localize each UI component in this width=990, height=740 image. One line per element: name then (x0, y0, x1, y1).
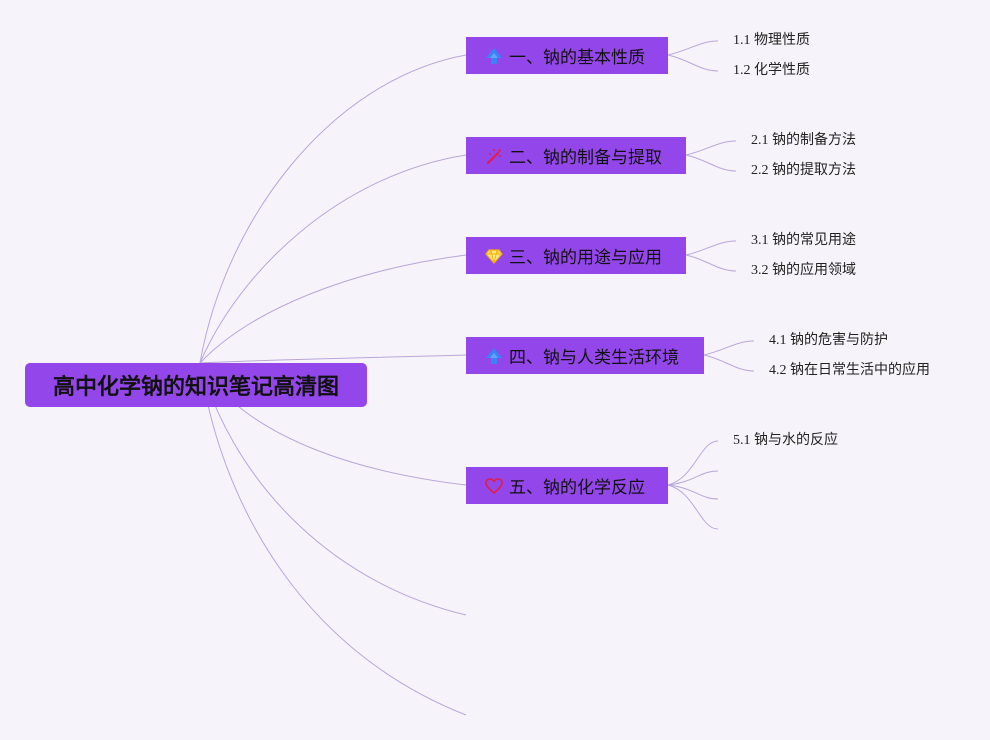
branch-topic-1[interactable]: 一、钠的基本性质 (466, 37, 668, 74)
branch-topic-5-label: 五、钠的化学反应 (509, 478, 645, 498)
leaf-topic-2-2[interactable]: 2.2 钠的提取方法 (751, 163, 856, 178)
link-root-branch-2 (199, 154, 467, 364)
branch-topic-4[interactable]: 四、钠与人类生活环境 (466, 337, 704, 374)
root-topic[interactable]: 高中化学钠的知识笔记高清图 (25, 363, 367, 407)
branch-topic-1-label: 一、钠的基本性质 (509, 48, 645, 68)
branch-topic-2-label: 二、钠的制备与提取 (509, 148, 662, 168)
link-b3-leaf-1 (685, 240, 737, 256)
link-b2-leaf-2 (685, 154, 737, 172)
branch-topic-5[interactable]: 五、钠的化学反应 (466, 467, 668, 504)
link-b1-leaf-1 (667, 40, 719, 56)
leaf-topic-5-1[interactable]: 5.1 钠与水的反应 (733, 433, 838, 448)
link-root-branch-4 (199, 354, 467, 364)
diamond-icon (485, 247, 503, 265)
leaf-topic-1-1[interactable]: 1.1 物理性质 (733, 33, 810, 48)
arrow-up-icon (485, 47, 503, 65)
root-topic-label: 高中化学钠的知识笔记高清图 (52, 375, 339, 400)
leaf-topic-4-1[interactable]: 4.1 钠的危害与防护 (769, 333, 888, 348)
link-root-branch-1 (199, 54, 467, 364)
link-b4-leaf-1 (703, 340, 755, 356)
link-root-branch-3 (199, 254, 467, 364)
branch-topic-3[interactable]: 三、钠的用途与应用 (466, 237, 686, 274)
branch-topic-4-label: 四、钠与人类生活环境 (509, 348, 679, 368)
link-b5-leaf-4 (667, 484, 719, 530)
link-b5-leaf-3 (667, 484, 719, 500)
heart-icon (485, 477, 503, 495)
leaf-topic-1-2[interactable]: 1.2 化学性质 (733, 63, 810, 78)
link-b3-leaf-2 (685, 254, 737, 272)
branch-topic-3-label: 三、钠的用途与应用 (509, 248, 662, 268)
link-b1-leaf-2 (667, 54, 719, 72)
leaf-topic-3-2[interactable]: 3.2 钠的应用领域 (751, 263, 856, 278)
leaf-topic-4-2[interactable]: 4.2 钠在日常生活中的应用 (769, 363, 930, 378)
link-b5-leaf-2 (667, 470, 719, 486)
branch-topic-2[interactable]: 二、钠的制备与提取 (466, 137, 686, 174)
link-b5-leaf-1 (667, 440, 719, 486)
link-b2-leaf-1 (685, 140, 737, 156)
leaf-topic-2-1[interactable]: 2.1 钠的制备方法 (751, 133, 856, 148)
magic-wand-icon (485, 147, 503, 165)
link-root-extra-2 (199, 362, 467, 716)
arrow-up-icon (485, 347, 503, 365)
link-b4-leaf-2 (703, 354, 755, 372)
leaf-topic-3-1[interactable]: 3.1 钠的常见用途 (751, 233, 856, 248)
